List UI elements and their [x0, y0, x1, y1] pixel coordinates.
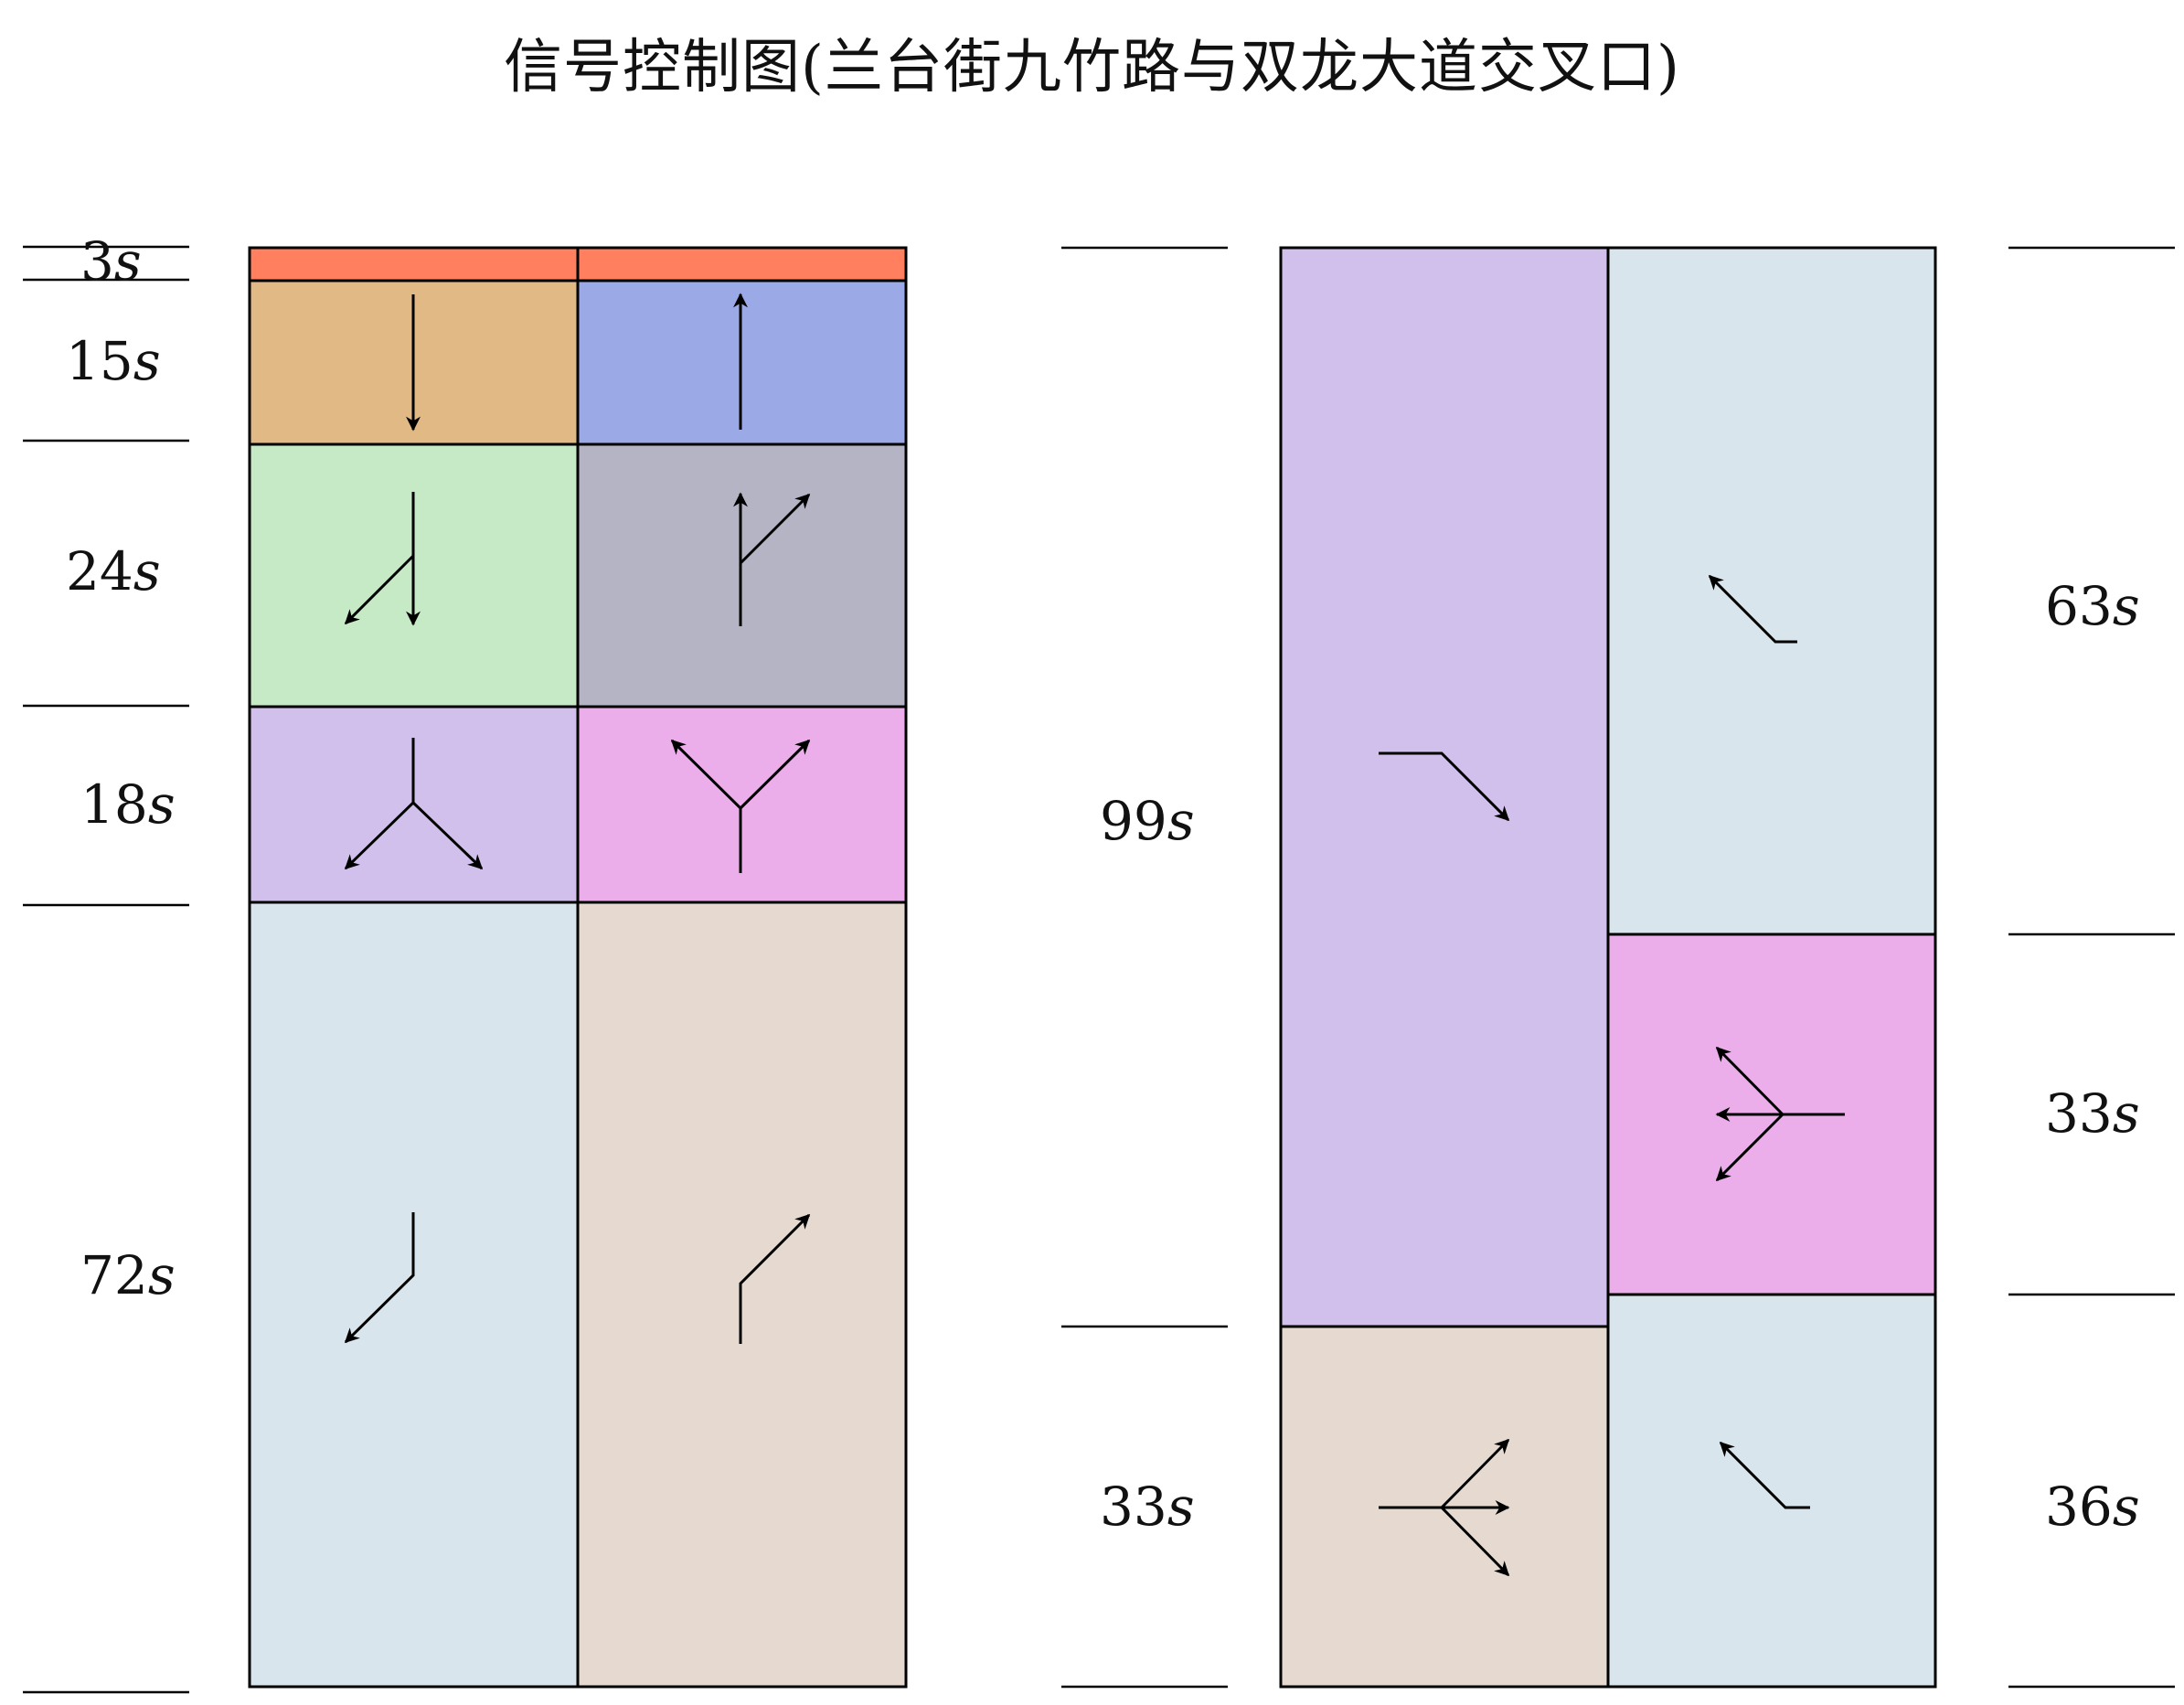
right-turn-arrow-icon — [739, 1213, 811, 1344]
duration-label: 72s — [80, 1244, 176, 1306]
right-panel-left-timeline: 99s 33s — [1061, 246, 1228, 1689]
phase-cell — [248, 246, 580, 282]
phase-cell — [1279, 246, 1610, 1328]
right-panel-phases — [1279, 246, 1937, 1689]
duration-label: 63s — [2045, 575, 2140, 637]
diagram-title: 信号控制图(兰台街九竹路与双龙大道交叉口) — [504, 34, 1680, 101]
duration-label: 3s — [80, 230, 142, 293]
right-panel-right-timeline: 63s 33s 36s — [2008, 246, 2175, 1689]
left-turn-arrow-icon — [1440, 1438, 1510, 1509]
right-turn-arrow-icon — [1715, 1046, 1784, 1116]
left-panel-phases — [248, 246, 908, 1689]
left-panel-timeline: 3s 15s 24s 18s 72s — [23, 230, 189, 1694]
right-turn-arrow-icon — [739, 739, 811, 810]
right-turn-arrow-icon — [344, 1212, 415, 1344]
right-turn-arrow-icon — [1379, 751, 1510, 822]
left-turn-arrow-icon — [1715, 1113, 1784, 1182]
phase-cell — [248, 900, 580, 1689]
left-panel-arrows — [344, 293, 811, 1344]
phase-cell — [1606, 1293, 1937, 1689]
right-turn-arrow-icon — [1440, 1506, 1510, 1577]
right-turn-arrow-icon — [344, 554, 415, 625]
phase-cell — [1606, 246, 1937, 936]
duration-label: 99s — [1100, 790, 1195, 852]
right-turn-arrow-icon — [411, 801, 484, 870]
right-panel-arrows — [1379, 574, 1845, 1577]
duration-label: 18s — [80, 773, 176, 836]
right-turn-arrow-icon — [739, 493, 811, 565]
duration-label: 33s — [1100, 1476, 1195, 1538]
duration-label: 15s — [66, 330, 161, 392]
duration-label: 33s — [2045, 1082, 2140, 1145]
phase-cell — [576, 246, 908, 282]
right-turn-arrow-icon — [1719, 1441, 1810, 1509]
duration-label: 36s — [2045, 1476, 2140, 1538]
duration-label: 24s — [66, 540, 161, 602]
right-turn-arrow-icon — [1708, 574, 1797, 644]
